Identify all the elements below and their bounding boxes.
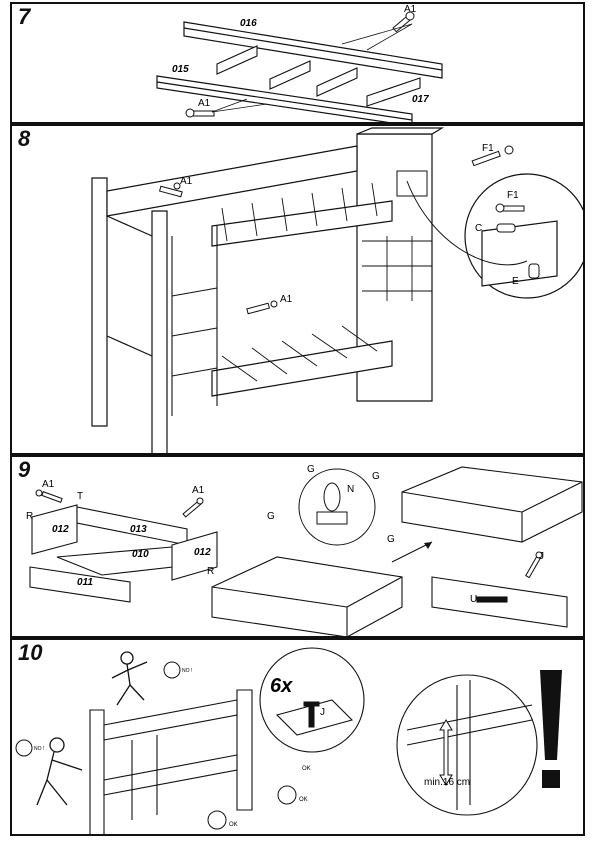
screw-icon: [525, 551, 543, 579]
part-015-label: 015: [172, 64, 189, 75]
no-label-2: NO !: [34, 746, 44, 752]
t-top-label: T: [77, 491, 83, 502]
smiley-ok-icon: [277, 785, 297, 805]
lower-slats: [221, 325, 378, 382]
bolt-f1-label: F1: [482, 143, 494, 154]
rail-015: [156, 75, 413, 122]
screw-icon: [182, 497, 204, 518]
part-017-label: 017: [412, 94, 429, 105]
drawer-front-panel: [431, 576, 568, 628]
screw-a1-label-top: A1: [404, 4, 417, 15]
screw-a1-label-lower: A1: [280, 294, 293, 305]
g-label-4: G: [387, 534, 395, 545]
dowel-icon: [496, 223, 516, 233]
no-label-1: NO !: [182, 668, 192, 674]
cam-nut-icon: [528, 263, 540, 279]
shelf-unit: [362, 236, 432, 301]
part-016-label: 016: [240, 18, 257, 29]
step-7-panel: 7 016 015 017 A1 A1: [10, 2, 585, 124]
detail-circle-height: [396, 674, 538, 816]
smiley-no-icon: [15, 739, 33, 757]
part-013-label: 013: [130, 524, 147, 535]
r-right-label: R: [207, 566, 214, 577]
part-012-right-label: 012: [194, 547, 211, 558]
smiley-ok-icon: [207, 810, 227, 830]
screw-icon: [35, 489, 63, 503]
ok-label-2: OK: [229, 822, 238, 828]
bolt-f1-detail-label: F1: [507, 190, 519, 201]
upper-slats: [221, 182, 378, 242]
person-jumping: [111, 651, 148, 706]
step-7-diagram: 016 015 017 A1 A1: [156, 4, 443, 122]
screw-a1-label-bottom: A1: [198, 98, 211, 109]
j-label: J: [320, 707, 325, 718]
ladder: [171, 226, 218, 416]
step-10-panel: 10: [10, 638, 585, 836]
nut-e-label: E: [512, 276, 519, 287]
step-number: 9: [18, 457, 31, 482]
caster-wheel-icon: [298, 468, 376, 546]
drawer-panels: [29, 504, 218, 603]
bunk-bed-frame: [91, 127, 445, 453]
warning-exclamation-icon: [540, 670, 562, 788]
step-number: 10: [18, 640, 43, 665]
dowel-c-label: C: [475, 223, 482, 234]
step-10-diagram: 6x J min.16 cm NO ! NO ! OK OK OK: [15, 647, 562, 834]
height-arrow: [439, 719, 453, 786]
rail-016: [183, 21, 443, 79]
j-label: J: [539, 551, 544, 562]
n-label: N: [347, 484, 354, 495]
screw-icon: [185, 108, 215, 118]
u-label: U: [470, 594, 477, 605]
g-label-1: G: [307, 464, 315, 475]
slats: [216, 45, 421, 107]
screw-icon: [392, 11, 415, 33]
bolt-icon: [471, 145, 514, 167]
ok-label-3: OK: [302, 766, 311, 772]
person-pushing: [36, 737, 83, 806]
screw-icon: [158, 182, 183, 198]
smiley-no-icon: [163, 661, 181, 679]
min-height-label: min.16 cm: [424, 777, 470, 788]
r-left-label: R: [26, 511, 33, 522]
detail-circle-6x: [259, 647, 365, 753]
bolt-icon: [495, 203, 525, 213]
g-label-3: G: [267, 511, 275, 522]
screw-a1-label-upper: A1: [180, 176, 193, 187]
step-9-diagram: A1 A1 012 013 010 012 011 R T R G G G G …: [26, 464, 583, 636]
drawer-box-assembled: [211, 556, 403, 636]
part-012-left-label: 012: [52, 524, 69, 535]
step-9-panel: 9: [10, 455, 585, 638]
part-010-label: 010: [132, 549, 149, 560]
part-011-label: 011: [77, 577, 93, 588]
step-8-diagram: A1 A1 F1 F1 C E: [91, 127, 583, 453]
count-label: 6x: [270, 675, 293, 697]
step-number: 7: [18, 4, 31, 29]
ok-label-1: OK: [299, 797, 308, 803]
detail-circle: [464, 173, 583, 299]
screw-a1-label-left: A1: [42, 479, 55, 490]
screw-icon: [246, 300, 278, 315]
g-label-2: G: [372, 471, 380, 482]
screw-icon: [303, 701, 320, 728]
screw-a1-label-right: A1: [192, 485, 205, 496]
drawer-box-finished: [401, 466, 583, 543]
bunk-bed-small: [89, 689, 253, 834]
step-8-panel: 8: [10, 124, 585, 455]
step-number: 8: [18, 126, 31, 151]
